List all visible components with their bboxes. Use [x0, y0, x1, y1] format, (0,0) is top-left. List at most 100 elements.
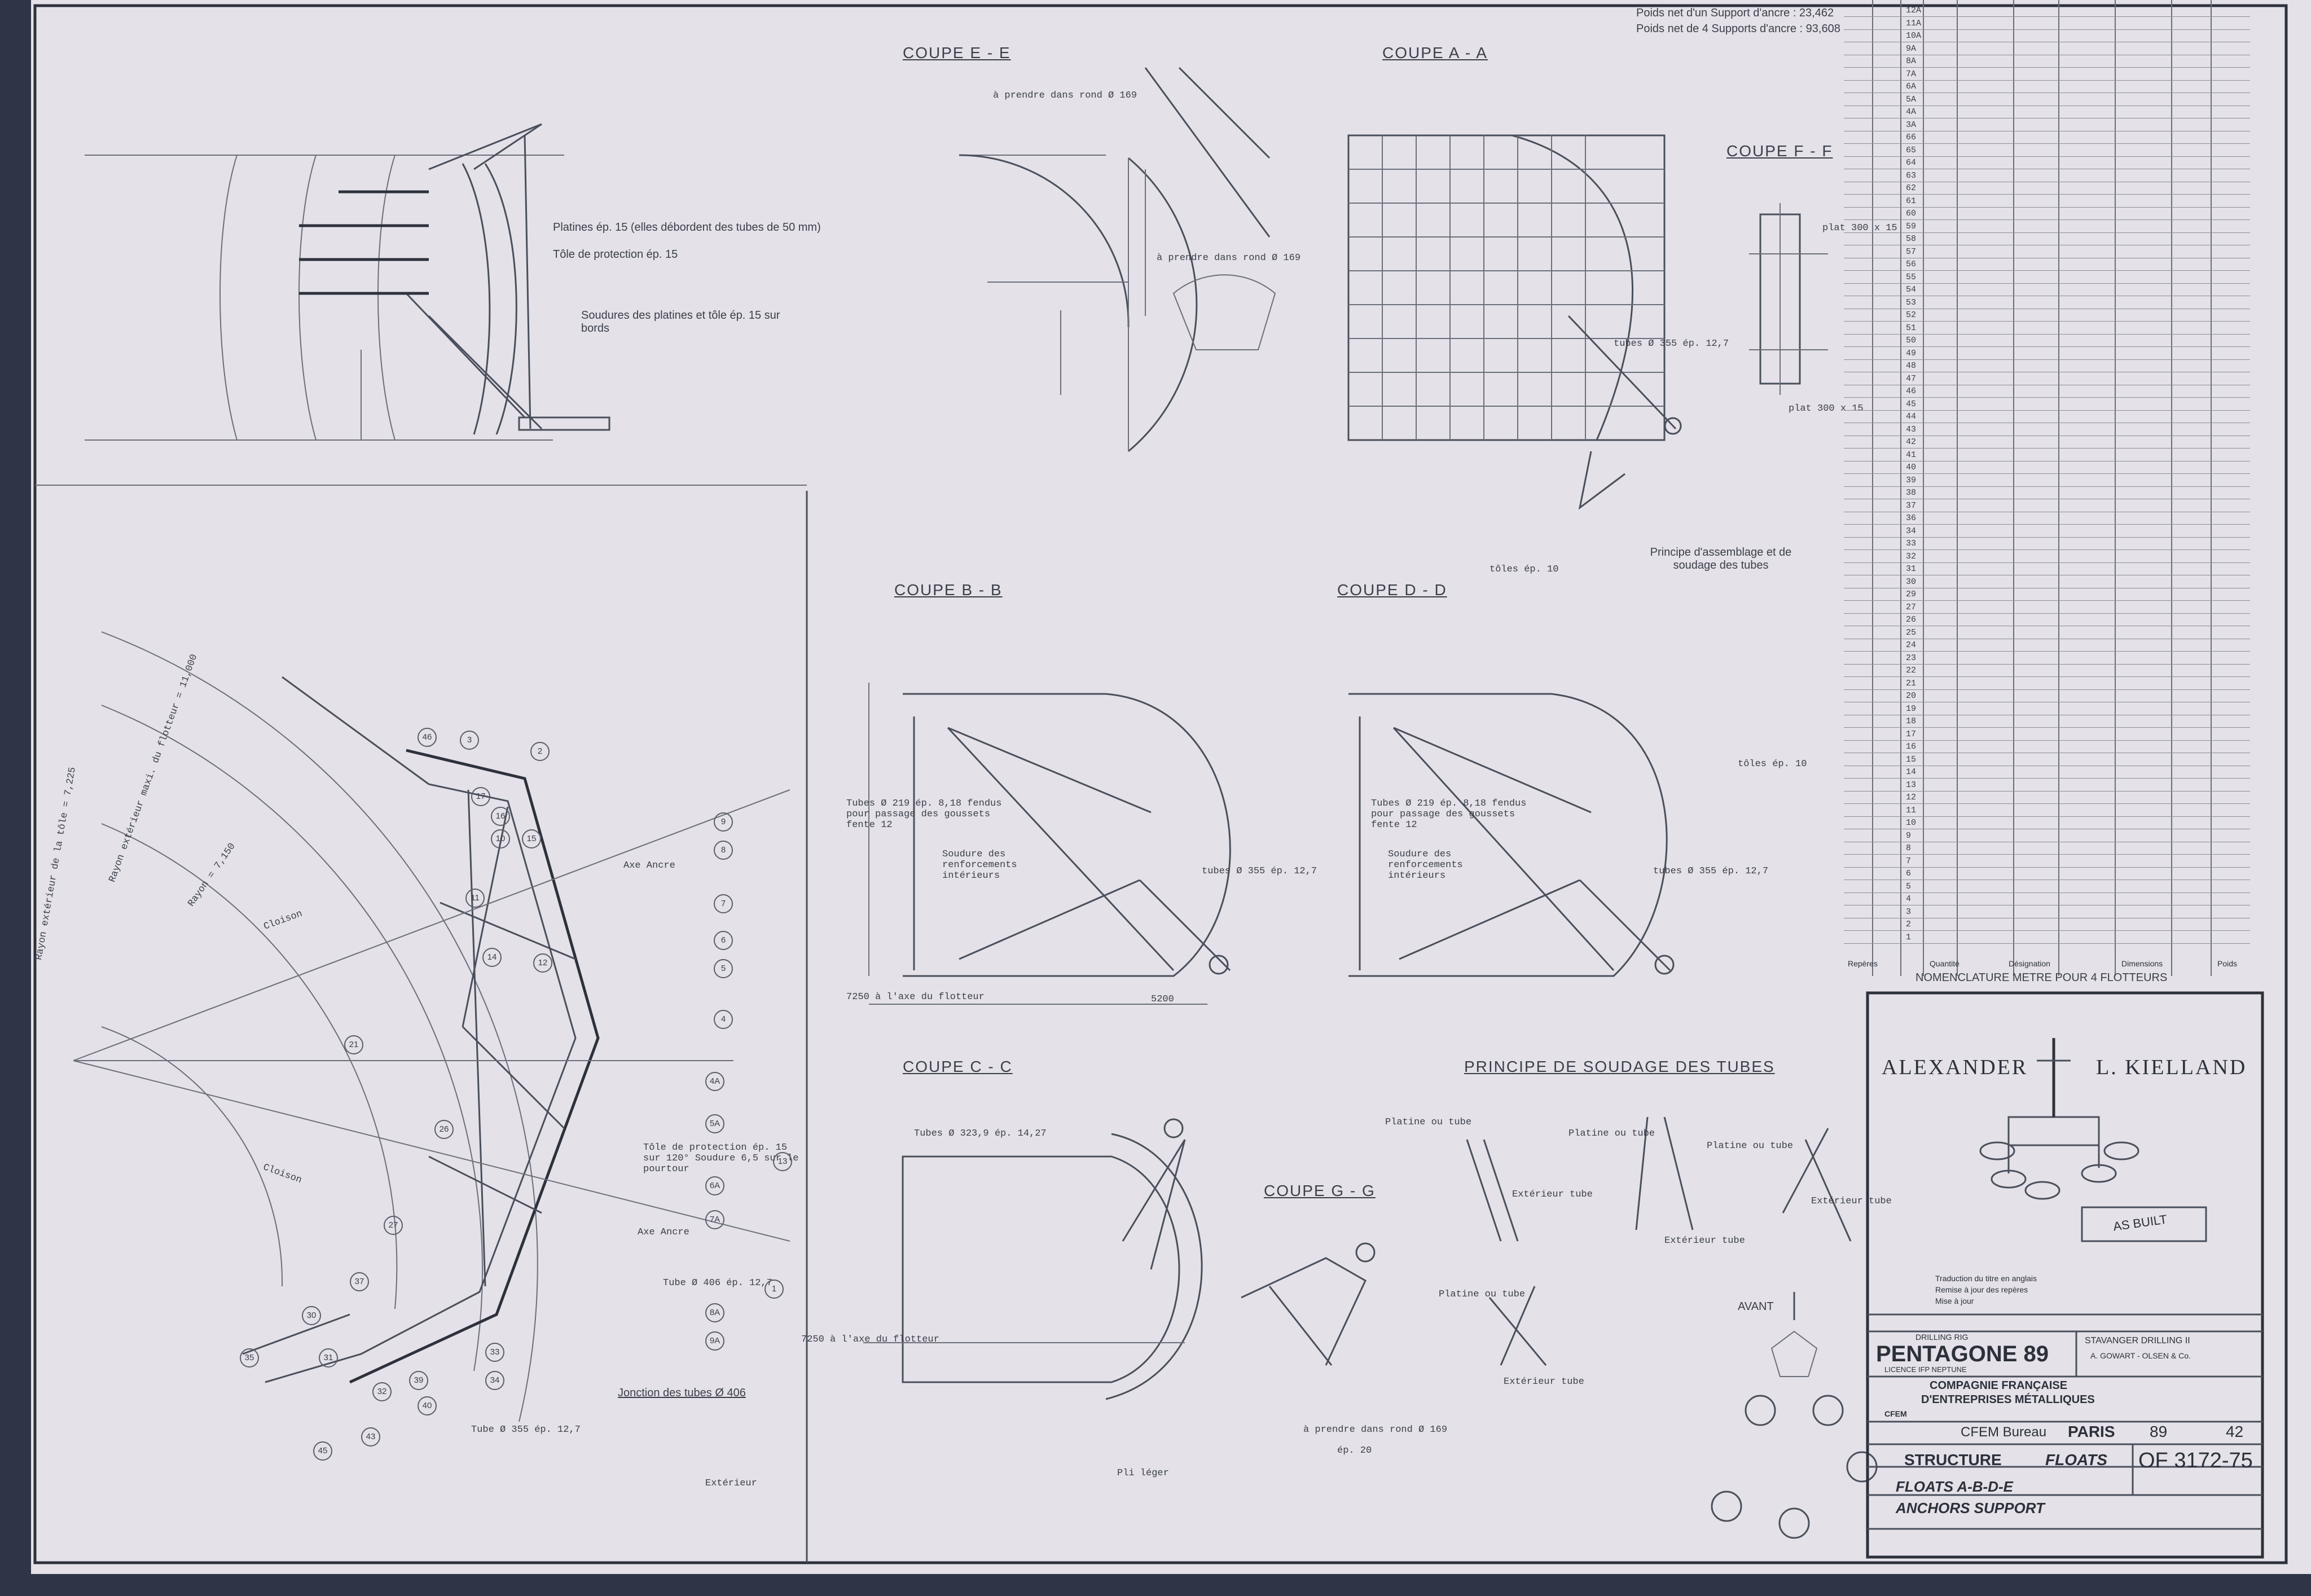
cfem-logo-text: CFEM	[1884, 1409, 1907, 1418]
nomenclature-row: 33	[1844, 539, 2250, 550]
note-tubes-ff: tubes Ø 355 ép. 12,7	[1614, 338, 1729, 349]
mark-7a: 7A	[705, 1210, 724, 1229]
nomenclature-row: 12A	[1844, 6, 2250, 17]
nomenclature-row: 42	[1844, 437, 2250, 449]
title-coupe-cc: COUPE C - C	[903, 1058, 1013, 1075]
title-coupe-ff: COUPE F - F	[1726, 142, 1833, 160]
nomenclature-mark: 57	[1906, 247, 1917, 257]
revision-2: Remise à jour des repères	[1935, 1285, 2028, 1294]
nomenclature-mark: 12A	[1906, 6, 1922, 15]
nomenclature-mark: 38	[1906, 488, 1917, 498]
mark-39: 39	[409, 1371, 428, 1390]
nomenclature-row: 56	[1844, 260, 2250, 271]
mark-15: 15	[522, 829, 541, 848]
nomenclature-row: 31	[1844, 564, 2250, 575]
nomenclature-row: 41	[1844, 450, 2250, 461]
nomenclature-row: 2	[1844, 920, 2250, 931]
nomenclature-row: 34	[1844, 526, 2250, 538]
nomenclature-mark: 12	[1906, 793, 1917, 802]
section-aa	[1347, 134, 1682, 510]
nomenclature-mark: 56	[1906, 260, 1917, 269]
nomenclature-row: 40	[1844, 463, 2250, 474]
nomenclature-row: 16	[1844, 742, 2250, 753]
nomenclature-row: 39	[1844, 476, 2250, 487]
company-line-1: COMPAGNIE FRANÇAISE	[1930, 1379, 2068, 1392]
nomenclature-row: 63	[1844, 171, 2250, 182]
nomenclature-row: 11A	[1844, 19, 2250, 30]
nomenclature-mark: 4	[1906, 894, 1912, 904]
nomenclature-mark: 27	[1906, 602, 1917, 612]
mark-27: 27	[384, 1216, 403, 1235]
nom-header-reperes: Repères	[1848, 959, 1878, 968]
nomenclature-row: 8	[1844, 843, 2250, 855]
nomenclature-row: 9A	[1844, 44, 2250, 55]
nomenclature-mark: 4A	[1906, 107, 1917, 117]
note-tubes-bb-right: tubes Ø 355 ép. 12,7	[1202, 866, 1317, 877]
nomenclature-mark: 45	[1906, 399, 1917, 409]
nomenclature-mark: 64	[1906, 158, 1917, 168]
title-coupe-bb: COUPE B - B	[894, 581, 1003, 599]
nomenclature-row: 45	[1844, 399, 2250, 411]
nomenclature-row: 15	[1844, 755, 2250, 766]
nomenclature-mark: 49	[1906, 348, 1917, 358]
nom-header-designation: Désignation	[2009, 959, 2050, 968]
description-line-1: FLOATS A-B-D-E	[1896, 1478, 2013, 1495]
mark-14: 14	[482, 948, 502, 967]
mark-33: 33	[485, 1343, 504, 1362]
licence: LICENCE IFP NEPTUNE	[1884, 1365, 1967, 1374]
nomenclature-row: 8A	[1844, 56, 2250, 68]
nomenclature-row: 12	[1844, 793, 2250, 804]
nomenclature-row: 43	[1844, 425, 2250, 436]
mark-12: 12	[533, 953, 552, 973]
float-elevation	[85, 123, 610, 441]
note-axe-ancre-2: Axe Ancre	[638, 1227, 689, 1238]
mark-46: 46	[418, 728, 437, 747]
note-exterieur-1: Extérieur tube	[1512, 1189, 1593, 1200]
mark-32: 32	[372, 1382, 392, 1401]
sheet-number: 42	[2226, 1423, 2244, 1440]
nomenclature-row: 6A	[1844, 82, 2250, 93]
nomenclature-mark: 55	[1906, 272, 1917, 282]
note-exterieur-2: Extérieur tube	[1664, 1236, 1745, 1246]
nomenclature-row: 38	[1844, 488, 2250, 499]
nomenclature-row: 4A	[1844, 107, 2250, 118]
mark-4a: 4A	[705, 1072, 724, 1091]
nomenclature-row: 49	[1844, 349, 2250, 360]
note-tubes-dd: Tubes Ø 219 ép. 8,18 fendus pour passage…	[1371, 798, 1527, 830]
nomenclature-mark: 10A	[1906, 31, 1922, 41]
nomenclature-row: 29	[1844, 590, 2250, 601]
mark-31: 31	[319, 1348, 338, 1368]
owner-2: A. GOWART - OLSEN & Co.	[2090, 1351, 2191, 1360]
nomenclature-mark: 51	[1906, 323, 1917, 333]
nomenclature-mark: 36	[1906, 513, 1917, 523]
note-platine-4: Platine ou tube	[1439, 1289, 1526, 1300]
nomenclature-mark: 13	[1906, 780, 1917, 790]
nomenclature-row: 57	[1844, 247, 2250, 258]
nomenclature-mark: 58	[1906, 234, 1917, 244]
nomenclature-mark: 8A	[1906, 56, 1917, 66]
mark-6: 6	[714, 931, 733, 950]
nomenclature-row: 27	[1844, 603, 2250, 614]
nom-header-poids: Poids	[2217, 959, 2238, 968]
note-avant: AVANT	[1738, 1300, 1774, 1313]
mark-8a: 8A	[705, 1303, 724, 1322]
mark-1: 1	[765, 1280, 784, 1299]
welding-principle	[1466, 1116, 1852, 1366]
nomenclature-mark: 19	[1906, 704, 1917, 714]
office-city: PARIS	[2068, 1423, 2115, 1440]
note-tube-355: Tube Ø 355 ép. 12,7	[471, 1424, 581, 1435]
nomenclature-mark: 41	[1906, 450, 1917, 460]
note-soudures-platines: Soudures des platines et tôle ép. 15 sur…	[581, 309, 780, 335]
nomenclature-row: 5	[1844, 882, 2250, 893]
project-number: 89	[2150, 1423, 2168, 1440]
nomenclature-row: 55	[1844, 272, 2250, 284]
nomenclature-mark: 44	[1906, 412, 1917, 421]
nomenclature-row: 47	[1844, 374, 2250, 385]
platform-illustration	[1979, 1038, 2139, 1200]
weight-note-1: Poids net d'un Support d'ancre : 23,462	[1636, 7, 1834, 19]
nomenclature-row: 32	[1844, 552, 2250, 563]
note-tole-protection: Tôle de protection ép. 15	[553, 248, 678, 261]
nomenclature-mark: 17	[1906, 729, 1917, 739]
nomenclature-mark: 31	[1906, 564, 1917, 574]
nomenclature-mark: 8	[1906, 843, 1912, 853]
